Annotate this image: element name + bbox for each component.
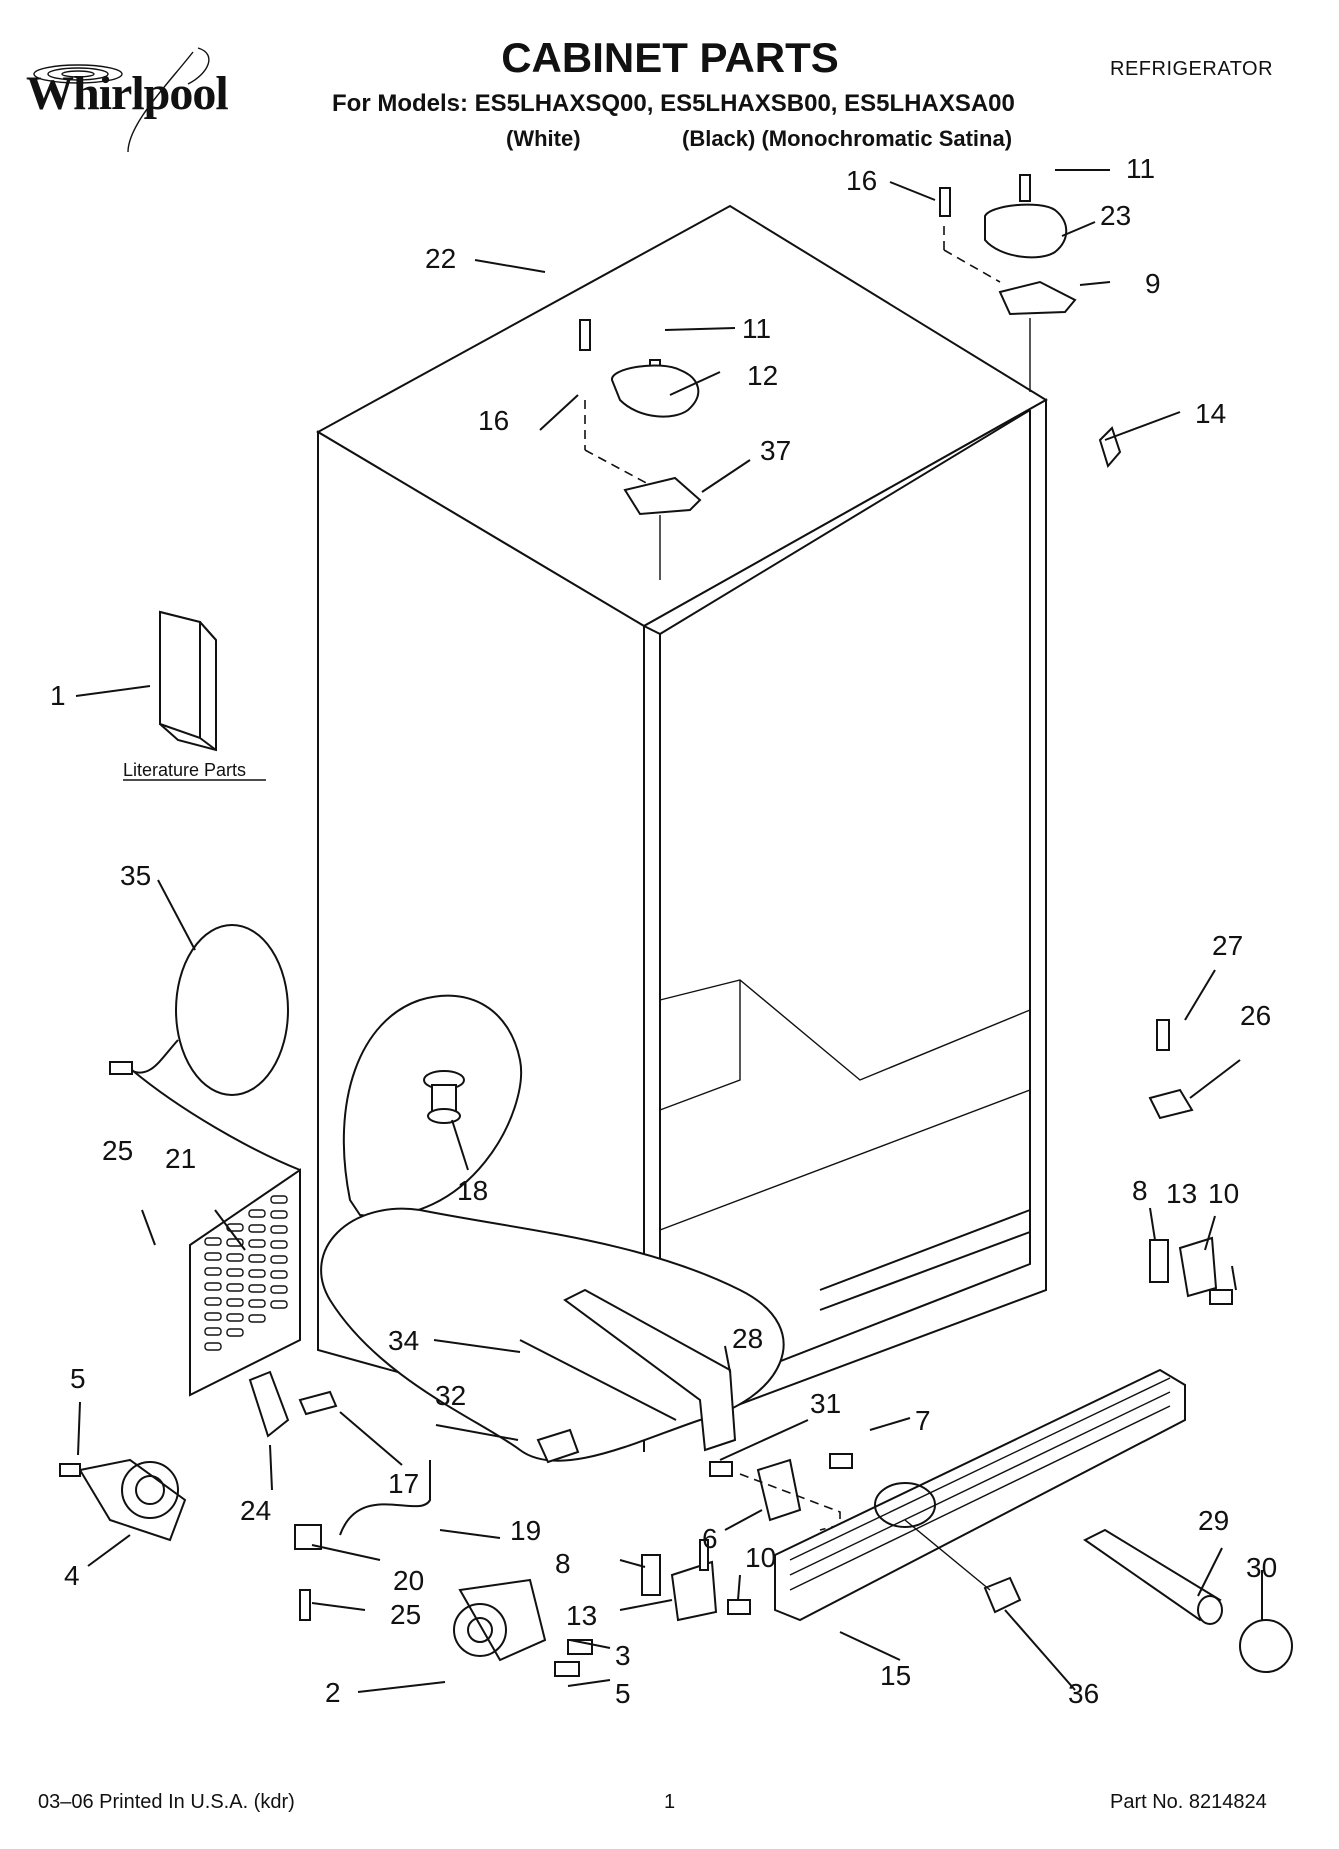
vent-slot <box>226 1298 244 1307</box>
vent-slot <box>270 1240 288 1249</box>
callout-2: 2 <box>325 1677 341 1708</box>
vent-slot <box>204 1342 222 1351</box>
vent-slot <box>270 1210 288 1219</box>
callout-4: 4 <box>64 1560 80 1591</box>
callout-32: 32 <box>435 1380 466 1411</box>
callout-1: 1 <box>50 680 66 711</box>
callout-14: 14 <box>1195 398 1226 429</box>
vent-slot <box>226 1328 244 1337</box>
callout-36: 36 <box>1068 1678 1099 1709</box>
vent-slot <box>226 1253 244 1262</box>
top-hinge-freezer <box>579 319 702 580</box>
callout-34: 34 <box>388 1325 419 1356</box>
callout-23: 23 <box>1100 200 1131 231</box>
whirlpool-swirl-icon <box>33 47 210 153</box>
callout-35: 35 <box>120 860 151 891</box>
leader-lines <box>75 169 1263 1693</box>
callout-5-bottom: 5 <box>615 1678 631 1709</box>
callout-7: 7 <box>915 1405 931 1436</box>
callout-16-top-center: 16 <box>478 405 509 436</box>
callout-20: 20 <box>393 1565 424 1596</box>
callout-3: 3 <box>615 1640 631 1671</box>
vent-slot <box>204 1297 222 1306</box>
back-access-panel <box>189 1168 301 1397</box>
vent-slot <box>270 1285 288 1294</box>
cabinet-body <box>315 204 1048 1452</box>
vent-slot <box>248 1284 266 1293</box>
callout-11-top-right: 11 <box>1126 153 1155 184</box>
callout-6: 6 <box>702 1523 718 1554</box>
vent-slot <box>248 1224 266 1233</box>
vent-slot <box>270 1300 288 1309</box>
model-color-black-satina: (Black) (Monochromatic Satina) <box>682 126 1013 151</box>
vent-slot <box>204 1237 222 1246</box>
vent-slot <box>248 1299 266 1308</box>
vent-slot <box>204 1252 222 1261</box>
vent-slot <box>248 1269 266 1278</box>
models-line: For Models: ES5LHAXSQ00, ES5LHAXSB00, ES… <box>332 90 1015 117</box>
vent-slot <box>204 1327 222 1336</box>
callout-27: 27 <box>1212 930 1243 961</box>
callout-15: 15 <box>880 1660 911 1691</box>
callout-8-bottom: 8 <box>555 1548 571 1579</box>
vent-slot <box>248 1254 266 1263</box>
callout-21: 21 <box>165 1143 196 1174</box>
callout-18: 18 <box>457 1175 488 1206</box>
callout-19: 19 <box>510 1515 541 1546</box>
vent-slot <box>204 1282 222 1291</box>
vent-slot <box>226 1283 244 1292</box>
vent-slot <box>270 1270 288 1279</box>
callout-30: 30 <box>1246 1552 1277 1583</box>
callout-10-bottom: 10 <box>745 1542 776 1573</box>
small-parts <box>59 1019 1293 1677</box>
vent-slot <box>226 1238 244 1247</box>
callout-22: 22 <box>425 243 456 274</box>
vent-slot <box>270 1195 288 1204</box>
product-category: REFRIGERATOR <box>1110 58 1274 80</box>
callout-13-bottom: 13 <box>566 1600 597 1631</box>
callout-10-right: 10 <box>1208 1178 1239 1209</box>
callout-25-lower: 25 <box>390 1599 421 1630</box>
vent-slot <box>204 1312 222 1321</box>
model-color-white: (White) <box>506 126 581 151</box>
literature-booklet-icon <box>159 610 217 752</box>
literature-parts-label: Literature Parts <box>123 760 246 780</box>
vent-slot <box>248 1209 266 1218</box>
vent-slot <box>226 1313 244 1322</box>
callout-26: 26 <box>1240 1000 1271 1031</box>
vent-slot <box>226 1268 244 1277</box>
callout-13-right: 13 <box>1166 1178 1197 1209</box>
part-number: Part No. 8214824 <box>1110 1791 1267 1813</box>
vent-slot <box>270 1225 288 1234</box>
callout-12: 12 <box>747 360 778 391</box>
callout-24: 24 <box>240 1495 271 1526</box>
callout-5-left: 5 <box>70 1363 86 1394</box>
whirlpool-logo: Whirlpool <box>18 44 286 164</box>
callout-37: 37 <box>760 435 791 466</box>
callout-11-top-center: 11 <box>742 313 771 344</box>
vent-slot <box>248 1239 266 1248</box>
callout-16-top-right: 16 <box>846 165 877 196</box>
page-title: CABINET PARTS <box>501 34 839 81</box>
page-number: 1 <box>664 1791 676 1813</box>
callout-29: 29 <box>1198 1505 1229 1536</box>
callout-8-right: 8 <box>1132 1175 1148 1206</box>
vent-slot <box>248 1314 266 1323</box>
top-hinge-fresh-food <box>939 174 1122 469</box>
callout-17: 17 <box>388 1468 419 1499</box>
power-cord <box>109 924 301 1171</box>
vent-slot <box>204 1267 222 1276</box>
brand-name: Whirlpool <box>26 67 229 120</box>
callout-28: 28 <box>732 1323 763 1354</box>
callout-25-left: 25 <box>102 1135 133 1166</box>
print-info: 03–06 Printed In U.S.A. (kdr) <box>38 1791 295 1813</box>
vent-slot <box>270 1255 288 1264</box>
callout-31: 31 <box>810 1388 841 1419</box>
callout-9: 9 <box>1145 268 1161 299</box>
